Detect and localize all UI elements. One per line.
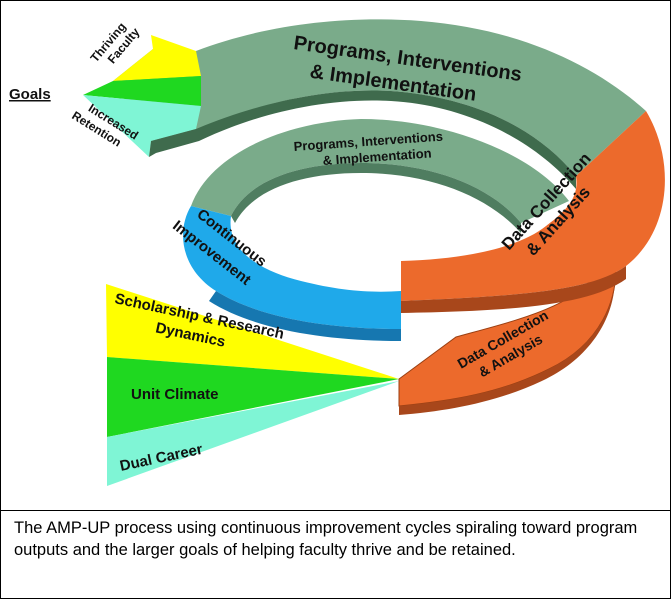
funnel-yellow bbox=[106, 284, 399, 379]
input-unit-climate: Unit Climate bbox=[131, 386, 219, 403]
outer-data-band bbox=[401, 111, 665, 301]
goal-arrow-aqua bbox=[83, 95, 201, 157]
goal-arrow-yellow bbox=[113, 35, 201, 81]
goals-label: Goals bbox=[9, 86, 51, 103]
funnel-green bbox=[107, 357, 399, 437]
amp-up-diagram: Goals Thriving Faculty Increased Retenti… bbox=[1, 1, 670, 510]
spiral-diagram: Goals Thriving Faculty Increased Retenti… bbox=[9, 19, 665, 486]
continuous-improvement-band bbox=[183, 206, 401, 329]
goal-arrow-green bbox=[83, 76, 201, 106]
caption-divider bbox=[1, 510, 670, 511]
funnel-aqua bbox=[107, 381, 399, 486]
lower-data-band bbox=[398, 247, 617, 407]
inner-program-band bbox=[191, 119, 569, 223]
outer-program-band bbox=[113, 19, 646, 176]
figure-caption: The AMP-UP process using continuous impr… bbox=[14, 519, 638, 559]
